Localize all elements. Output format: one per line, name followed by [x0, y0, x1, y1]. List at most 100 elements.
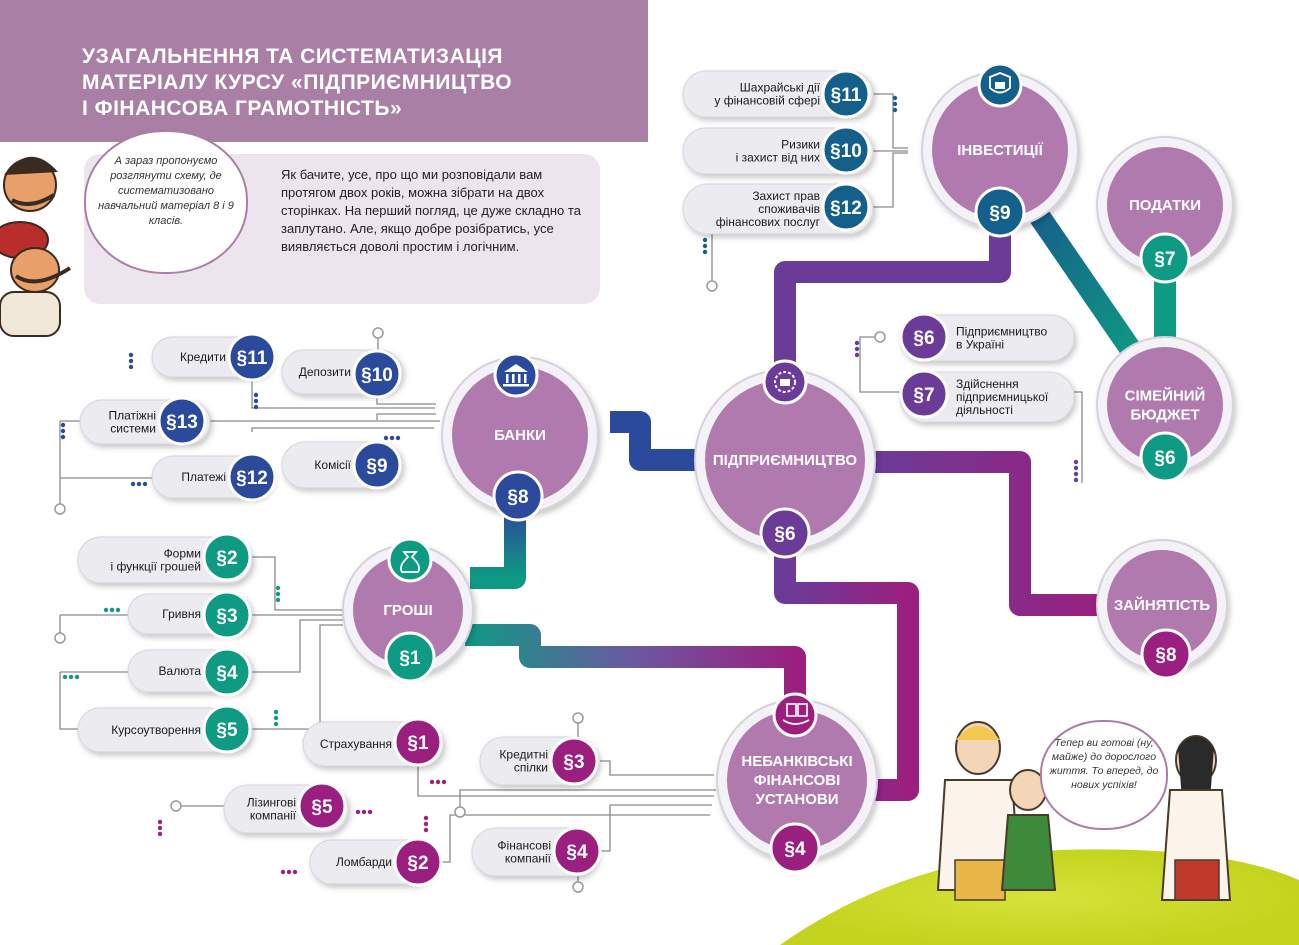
section-badge	[352, 349, 402, 399]
pill-label: фінансових послуг	[716, 215, 821, 229]
section-number: §9	[366, 456, 387, 477]
section-badge	[393, 837, 443, 887]
dot	[62, 674, 68, 680]
pill-label: Захист прав	[752, 189, 820, 203]
section-number: §2	[407, 853, 428, 874]
page-title: УЗАГАЛЬНЕННЯ ТА СИСТЕМАТИЗАЦІЯ МАТЕРІАЛУ…	[82, 44, 642, 122]
section-number: §3	[563, 752, 584, 773]
dot	[74, 674, 80, 680]
hub-title: ФІНАНСОВІ	[754, 772, 841, 789]
pill-label: Підприємництво	[956, 325, 1047, 339]
hub-inner	[1107, 550, 1217, 660]
section-badge	[552, 826, 602, 876]
hub-inner	[452, 367, 588, 503]
section-badge	[821, 125, 871, 175]
pill-label: Комісії	[314, 458, 351, 472]
dot	[389, 435, 395, 441]
pill-label: Фінансові	[497, 839, 551, 853]
dot	[429, 779, 435, 785]
pill-label: Платіжні	[108, 409, 156, 423]
dot	[854, 346, 860, 352]
hub-title: ГРОШІ	[383, 602, 432, 619]
hub-section-number: §6	[1154, 448, 1175, 469]
section-number: §13	[166, 412, 198, 433]
bubble-right-text: Тепер ви готові (ну, майже) до дорослого…	[1049, 737, 1159, 791]
pill-label: Валюта	[159, 664, 202, 678]
hub-title: ПІДПРИЄМНИЦТВО	[713, 452, 858, 469]
dot	[423, 815, 429, 821]
dot	[128, 352, 134, 358]
pill-label: системи	[110, 422, 156, 436]
thin-line	[459, 789, 716, 812]
section-number: §10	[361, 365, 393, 386]
hub-section-badge	[492, 470, 544, 522]
dot	[157, 831, 163, 837]
pill-label: Кредити	[180, 350, 226, 364]
section-badge	[202, 590, 252, 640]
header-banner: УЗАГАЛЬНЕННЯ ТА СИСТЕМАТИЗАЦІЯ МАТЕРІАЛУ…	[0, 0, 648, 142]
section-badge	[899, 369, 949, 419]
dot	[286, 869, 292, 875]
dot	[361, 809, 367, 815]
dot	[273, 721, 279, 727]
dot	[892, 101, 898, 107]
endpoint-circle	[54, 632, 66, 644]
hub-section-number: §8	[1155, 645, 1176, 666]
hub-inner	[932, 82, 1068, 218]
section-badge	[549, 736, 599, 786]
thin-line	[252, 624, 343, 730]
hub-title: ІНВЕСТИЦІЇ	[957, 142, 1043, 159]
dot	[275, 591, 281, 597]
endpoint-circle	[706, 280, 718, 292]
thin-line	[59, 672, 78, 730]
dot	[702, 249, 708, 255]
hub-section-number: §7	[1154, 249, 1175, 270]
dot	[854, 340, 860, 346]
hub-section-badge	[1139, 431, 1191, 483]
dot	[273, 709, 279, 715]
hub-icons	[387, 62, 1023, 738]
topic-pill-money: Курсоутворення§5	[77, 704, 253, 754]
pill-label: Депозити	[299, 365, 351, 379]
dot	[60, 434, 66, 440]
topic-pill-money: Валюта§4	[127, 647, 253, 697]
section-number: §5	[216, 720, 238, 741]
section-badge	[227, 452, 277, 502]
title-line: УЗАГАЛЬНЕННЯ ТА СИСТЕМАТИЗАЦІЯ	[82, 45, 504, 68]
pill-label: діяльності	[956, 403, 1013, 417]
dot	[253, 398, 259, 404]
speech-bubble-left: А зараз пропонуємо розглянути схему, де …	[84, 130, 248, 274]
dot	[115, 607, 121, 613]
hub-title: ЗАЙНЯТІСТЬ	[1114, 596, 1211, 614]
hub-title: ПОДАТКИ	[1129, 197, 1201, 214]
dot	[1073, 477, 1079, 483]
pill-label: Шахрайські дії	[740, 81, 821, 95]
pill-label: Лізингові	[247, 796, 296, 810]
pill-label: Кредитні	[499, 748, 548, 762]
dot	[292, 869, 298, 875]
hub-section-badge	[1140, 628, 1192, 680]
hub-section-number: §1	[399, 648, 421, 669]
dot	[355, 809, 361, 815]
thin-line	[598, 804, 712, 852]
pill-label: і функції грошей	[110, 560, 201, 574]
pill-label: компанії	[505, 852, 552, 866]
thin-line	[251, 427, 434, 432]
bubble-left-text: А зараз пропонуємо розглянути схему, де …	[98, 155, 234, 227]
topic-pill-money: Гривня§3	[127, 590, 253, 640]
section-badge	[202, 647, 252, 697]
dot	[157, 825, 163, 831]
hub-section-badge	[384, 631, 436, 683]
title-line: МАТЕРІАЛУ КУРСУ «ПІДПРИЄМНИЦТВО	[82, 71, 513, 94]
pill-label: Ризики	[781, 138, 820, 152]
pill-label: підприємницької	[956, 390, 1049, 404]
topic-pill-banks: Комісії §9	[281, 440, 403, 490]
pill-label: компанії	[250, 809, 297, 823]
hand-document-icon	[772, 692, 818, 738]
section-badge	[157, 396, 207, 446]
